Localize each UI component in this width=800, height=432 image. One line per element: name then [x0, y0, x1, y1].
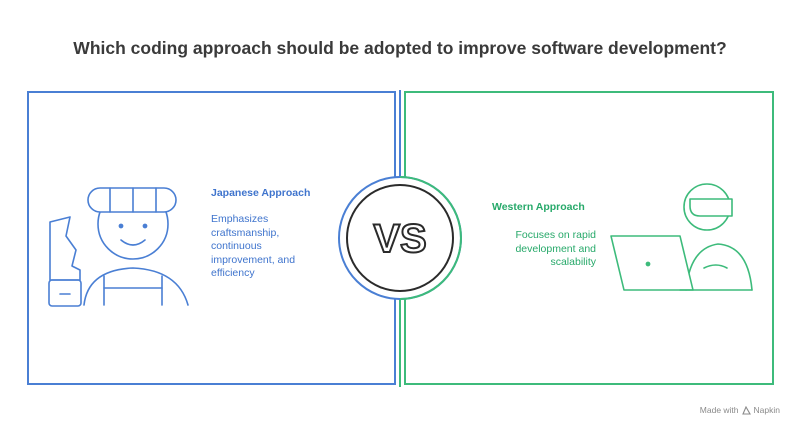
- made-with-text: Made with: [699, 405, 739, 415]
- japanese-approach-description: Emphasizes craftsmanship, continuous imp…: [211, 213, 296, 279]
- japanese-approach-heading: Japanese Approach: [211, 187, 311, 199]
- napkin-credit: Made with Napkin: [700, 405, 780, 415]
- napkin-logo-icon: [741, 405, 751, 415]
- vs-label: VS: [373, 217, 426, 261]
- western-approach-heading: Western Approach: [492, 201, 585, 213]
- western-approach-description: Focuses on rapid development and scalabi…: [515, 229, 596, 268]
- napkin-brand-text: Napkin: [753, 405, 780, 415]
- diagram-title: Which coding approach should be adopted …: [73, 38, 727, 58]
